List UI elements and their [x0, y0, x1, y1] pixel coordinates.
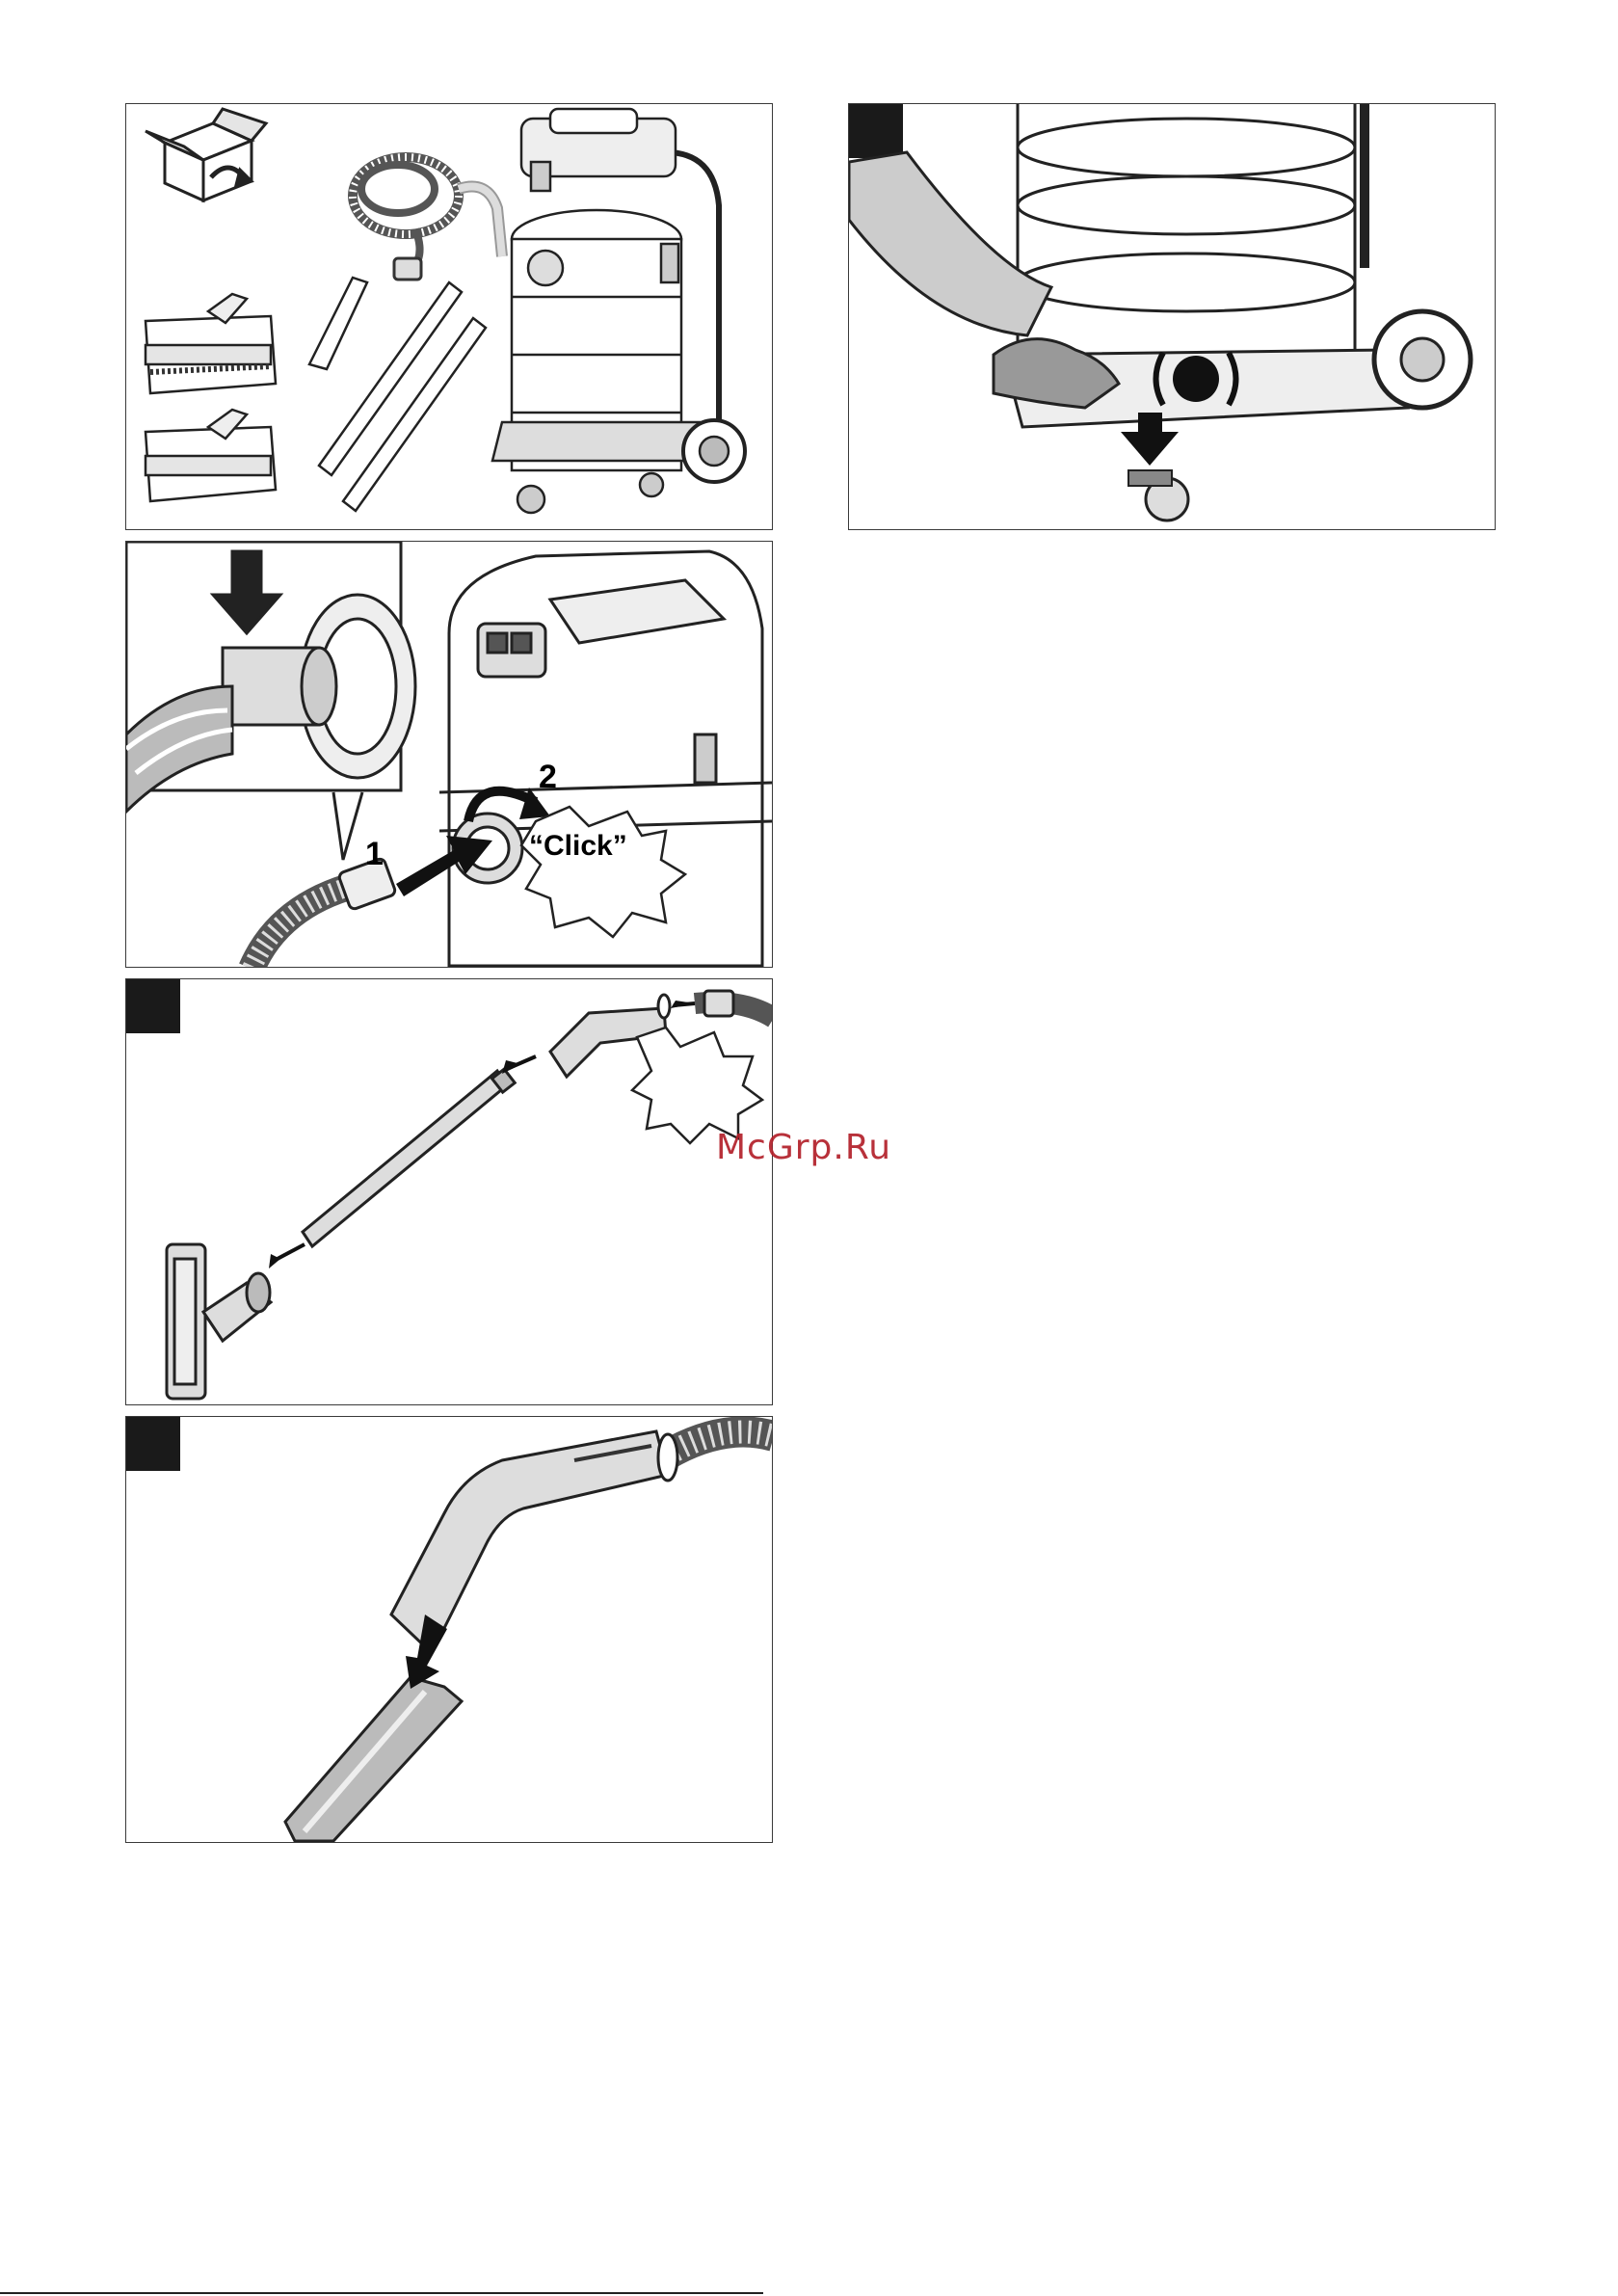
bottom-rule	[0, 2292, 763, 2294]
panel-crevice-nozzle	[125, 1416, 773, 1843]
watermark: McGrp.Ru	[716, 1128, 891, 1167]
handle-tube-icon	[391, 1431, 677, 1653]
vacuum-cleaner-icon	[492, 109, 745, 513]
crevice-nozzle-icon	[285, 1677, 462, 1841]
click-label: “Click”	[529, 830, 627, 862]
scope-of-delivery-illustration	[126, 104, 773, 530]
unpack-box-icon	[146, 109, 266, 200]
hose-icon	[666, 1432, 773, 1456]
floor-nozzle-icon	[167, 1244, 271, 1399]
inset-detail	[126, 542, 415, 860]
vacuum-body-icon	[1003, 104, 1471, 521]
brake-pedal-icon	[1128, 470, 1172, 486]
hose-connector-icon	[695, 991, 773, 1018]
caster-brake-illustration	[849, 104, 1496, 530]
hose-end-icon	[252, 858, 396, 968]
click-burst-icon	[632, 1028, 762, 1143]
panel-hose-connection: 1 2 “Click”	[125, 541, 773, 968]
extension-tube-icon	[303, 1069, 515, 1246]
step-1-label: 1	[365, 836, 384, 872]
step-2-label: 2	[539, 759, 557, 795]
hose-connection-illustration: 1 2 “Click”	[126, 542, 773, 968]
panel-floor-nozzle-assembly	[125, 978, 773, 1405]
crevice-nozzle-icon	[309, 278, 367, 369]
suction-hose-icon	[353, 157, 502, 280]
panel-scope-of-delivery	[125, 103, 773, 530]
panel-caster-brake	[848, 103, 1496, 530]
floor-nozzle-icon	[146, 294, 276, 393]
floor-nozzle-icon	[146, 410, 276, 501]
floor-nozzle-assembly-illustration	[126, 979, 773, 1405]
crevice-nozzle-illustration	[126, 1417, 773, 1843]
